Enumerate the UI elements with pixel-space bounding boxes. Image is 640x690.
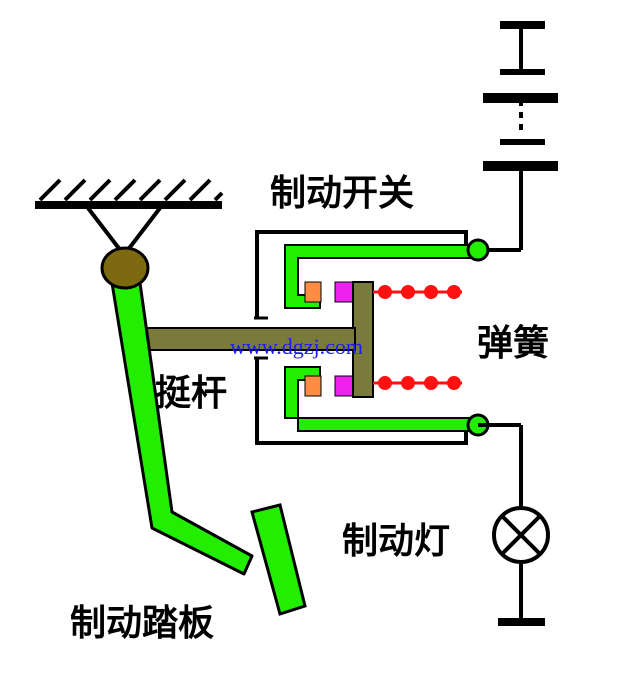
brake-switch-label: 制动开关	[270, 173, 414, 214]
pedal-pivot	[100, 246, 150, 290]
switch-terminals	[466, 238, 490, 437]
battery-symbol	[478, 21, 558, 252]
watermark: www.dgzj.com	[230, 334, 363, 359]
brake-light-label: 制动灯	[342, 521, 450, 562]
lamp-circuit-wire	[478, 423, 545, 626]
brake-pedal-arm	[110, 281, 254, 576]
push-rod-label: 挺杆	[155, 373, 227, 414]
spring	[373, 285, 462, 390]
fixed-contacts	[304, 281, 322, 397]
spring-label: 弹簧	[477, 323, 549, 364]
ceiling-mount	[35, 178, 224, 257]
brake-pedal-pad	[250, 503, 307, 616]
brake-pedal-label: 制动踏板	[70, 603, 214, 644]
brake-light-icon	[492, 506, 550, 564]
switch-housing	[254, 230, 468, 445]
